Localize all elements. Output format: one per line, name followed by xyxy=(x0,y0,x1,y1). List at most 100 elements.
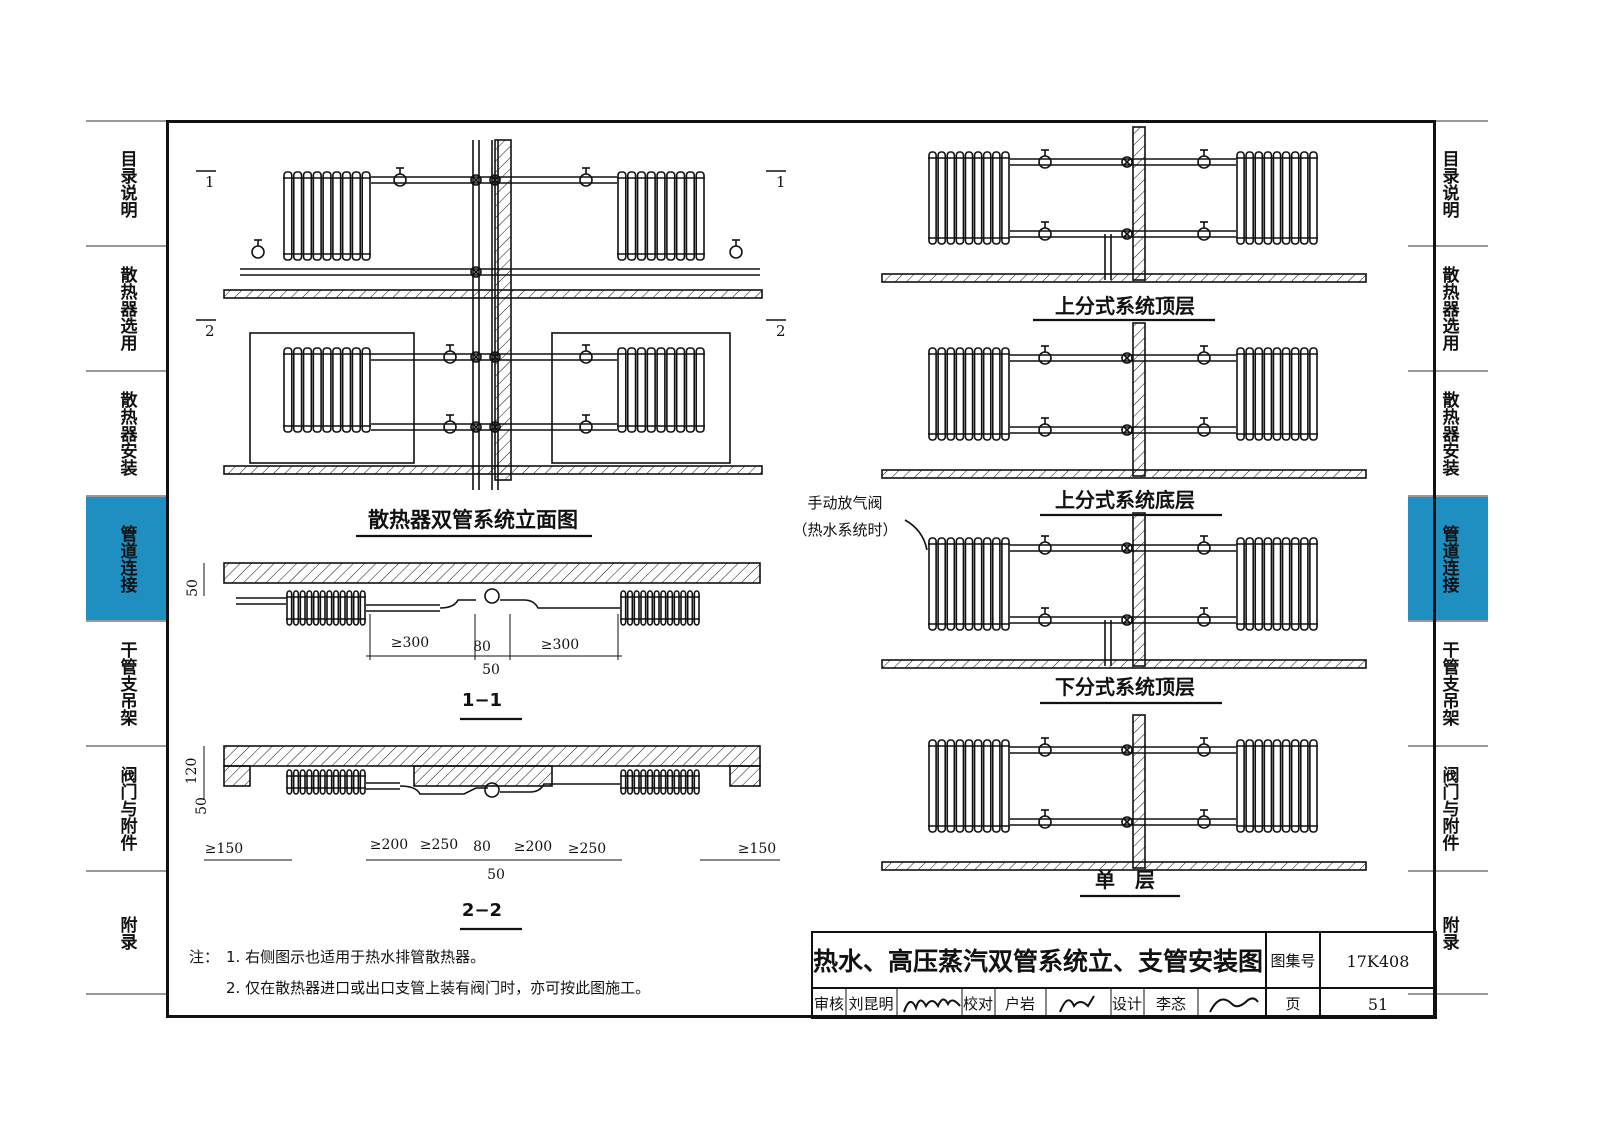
callout-hot-water: （热水系统时） xyxy=(792,521,897,539)
valve-icon xyxy=(579,350,593,364)
nav-tab-6[interactable]: 阀门与附件 xyxy=(86,745,166,870)
nav-tab-5[interactable]: 干管支吊架 xyxy=(86,620,166,745)
panel-4-radiator-right-column xyxy=(1263,739,1273,833)
riser-section-icon xyxy=(484,588,500,604)
panel-2-radiator-left-column xyxy=(928,347,937,441)
panel-2-wall xyxy=(1132,322,1146,477)
radiator-section-1-left-column xyxy=(319,590,326,626)
radiator-section-1-left-column xyxy=(326,590,333,626)
section-1-offset xyxy=(439,599,476,609)
nav-tab-3[interactable]: 散热器安装 xyxy=(1408,370,1488,495)
panel-4-radiator-right-column xyxy=(1309,739,1318,833)
nav-tab-1[interactable]: 目录说明 xyxy=(86,120,166,245)
radiator-lower-left-column xyxy=(351,347,362,433)
radiator-section-1-right-column xyxy=(646,590,654,626)
valve-icon xyxy=(1038,613,1052,627)
tee-fitting-icon xyxy=(490,352,500,362)
wall-niche-right xyxy=(551,332,731,464)
section-2-title: 2−2 xyxy=(462,900,502,921)
radiator-section-2-right-column xyxy=(633,769,640,795)
tee-fitting-icon xyxy=(489,351,501,363)
radiator-section-2-left-column xyxy=(332,769,340,795)
panel-3-wall xyxy=(1132,512,1146,667)
tee-fitting-icon xyxy=(471,352,481,362)
panel-2-radiator-left-column xyxy=(982,347,992,441)
nav-tab-4[interactable]: 管道连接 xyxy=(86,495,166,620)
panel-4-radiator-left-column xyxy=(1001,739,1010,833)
radiator-upper-right-column xyxy=(617,171,627,261)
atlas-label: 图集号 xyxy=(1270,952,1315,970)
dim-1-left: ≥300 xyxy=(391,635,429,651)
panel-4-radiator-right-column xyxy=(1290,739,1300,833)
radiator-section-1-right-column xyxy=(653,590,660,626)
radiator-upper-right-column xyxy=(636,171,647,261)
panel-1-radiator-left-column xyxy=(937,151,947,245)
radiator-section-2-left-column xyxy=(312,769,320,795)
nav-tab-label: 附录 xyxy=(1438,915,1459,950)
panel-3-radiator-left-column xyxy=(1001,537,1010,631)
dim-1-height: 50 xyxy=(185,579,201,597)
section-2-pier xyxy=(413,765,553,787)
radiator-section-1-right-column xyxy=(673,590,680,626)
radiator-section-1-left-column xyxy=(339,590,346,626)
radiator-section-2-right-column xyxy=(686,769,694,795)
radiator-upper-right-column xyxy=(685,171,696,261)
panel-4-radiator-right-column xyxy=(1272,739,1282,833)
nav-tab-7[interactable]: 附录 xyxy=(86,870,166,995)
panel-4-title: 单 层 xyxy=(1095,868,1155,892)
section-mark-2-left: 2 xyxy=(205,322,215,340)
panel-3-title: 下分式系统顶层 xyxy=(1055,675,1195,699)
panel-2-radiator-right-column xyxy=(1309,347,1318,441)
nav-tab-2[interactable]: 散热器选用 xyxy=(1408,245,1488,370)
panel-3-radiator-right-column xyxy=(1245,537,1255,631)
tee-fitting-icon xyxy=(1121,228,1133,240)
nav-tab-1[interactable]: 目录说明 xyxy=(1408,120,1488,245)
radiator-section-1-right-column xyxy=(680,590,687,626)
panel-1-title: 上分式系统顶层 xyxy=(1055,294,1195,318)
tee-fitting-icon xyxy=(1122,353,1132,363)
radiator-section-1-right-column xyxy=(626,590,634,626)
radiator-upper-left-column xyxy=(361,171,371,261)
radiator-section-2-left-column xyxy=(286,769,293,795)
radiator-upper-left-column xyxy=(283,171,293,261)
panel-3-radiator-right-column xyxy=(1299,537,1309,631)
radiator-section-2-right-column xyxy=(640,769,647,795)
tee-fitting-icon xyxy=(1122,817,1132,827)
tee-fitting-icon xyxy=(490,175,500,185)
panel-4-wall xyxy=(1132,714,1146,869)
nav-tab-7[interactable]: 附录 xyxy=(1408,870,1488,995)
panel-2-radiator-right-column xyxy=(1290,347,1300,441)
note-1: 1. 右侧图示也适用于热水排管散热器。 xyxy=(226,948,485,966)
tee-fitting-icon xyxy=(1121,744,1133,756)
nav-tab-4[interactable]: 管道连接 xyxy=(1408,495,1488,620)
radiator-section-2-left-column xyxy=(346,769,353,795)
radiator-upper-left-column xyxy=(312,171,322,261)
panel-1-radiator-right-column xyxy=(1236,151,1245,245)
panel-4-radiator-left-column xyxy=(973,739,983,833)
radiator-section-1-left-column xyxy=(359,590,366,626)
radiator-section-1-right-column xyxy=(693,590,700,626)
nav-tab-label: 干管支吊架 xyxy=(1438,641,1459,726)
nav-tab-2[interactable]: 散热器选用 xyxy=(86,245,166,370)
section-mark-1-right: 1 xyxy=(776,173,786,191)
tee-fitting-icon xyxy=(1121,424,1133,436)
nav-tab-3[interactable]: 散热器安装 xyxy=(86,370,166,495)
radiator-upper-left-column xyxy=(322,171,332,261)
dim-2-a: ≥150 xyxy=(205,841,243,857)
valve-icon xyxy=(1197,423,1211,437)
radiator-upper-right-column xyxy=(695,171,705,261)
nav-tab-6[interactable]: 阀门与附件 xyxy=(1408,745,1488,870)
nav-tab-label: 散热器选用 xyxy=(116,266,137,351)
panel-3-floor xyxy=(881,659,1367,669)
radiator-lower-right-column xyxy=(626,347,637,433)
panel-2-radiator-right-column xyxy=(1245,347,1255,441)
valve-icon xyxy=(1197,815,1211,829)
radiator-lower-right-column xyxy=(656,347,666,433)
valve-icon xyxy=(1197,743,1211,757)
dim-1-bottom: 50 xyxy=(482,662,500,678)
drawing-title: 热水、高压蒸汽双管系统立、支管安装图 xyxy=(813,947,1263,976)
radiator-section-2-right-column xyxy=(620,769,627,795)
nav-tab-5[interactable]: 干管支吊架 xyxy=(1408,620,1488,745)
tee-fitting-icon xyxy=(471,175,481,185)
panel-4-radiator-right-column xyxy=(1281,739,1291,833)
